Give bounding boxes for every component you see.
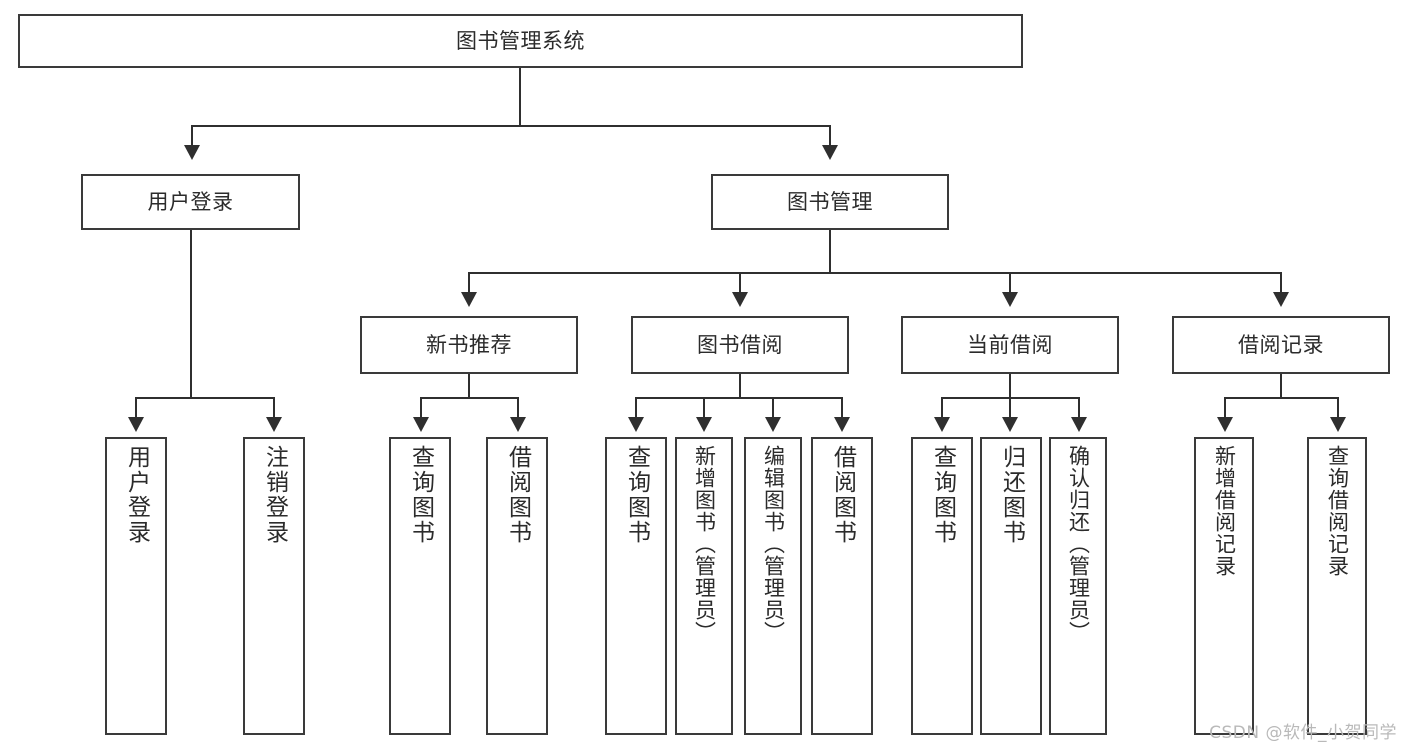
connector-bookmgmt-stem [829,230,831,273]
connector-newbook-stem [468,374,470,398]
connector-bookmgmt-drop-3 [1009,272,1011,294]
connector-bookborrow-drop-2 [703,397,705,419]
csdn-watermark: CSDN @软件_小贺同学 [1209,723,1397,743]
connector-root-stem [519,68,521,126]
leaf-book-borrow-edit-admin[interactable]: 编辑图书（管理员） [744,437,802,735]
node-book-management[interactable]: 图书管理 [711,174,949,230]
node-label: 借阅图书 [504,445,531,545]
connector-borrowrecord-bus [1224,397,1338,399]
leaf-current-borrow-query[interactable]: 查询图书 [911,437,973,735]
node-user-login[interactable]: 用户登录 [81,174,300,230]
node-label: 新增借阅记录 [1212,445,1237,577]
node-label: 查询图书 [407,445,434,545]
connector-currentborrow-stem [1009,374,1011,398]
connector-bookborrow-drop-4 [841,397,843,419]
connector-bookborrow-stem [739,374,741,398]
node-label: 图书管理系统 [456,28,585,53]
node-label: 查询图书 [623,445,650,545]
node-label: 当前借阅 [967,332,1053,357]
arrow-borrowrecord-leaf-2 [1330,417,1346,432]
node-label: 图书借阅 [697,332,783,357]
connector-newbook-drop-2 [517,397,519,419]
arrow-userlogin-leaf-2 [266,417,282,432]
arrow-userlogin-leaf-1 [128,417,144,432]
arrow-currentborrow-leaf-2 [1002,417,1018,432]
node-current-borrow[interactable]: 当前借阅 [901,316,1119,374]
leaf-new-book-query[interactable]: 查询图书 [389,437,451,735]
leaf-current-borrow-confirm-admin[interactable]: 确认归还（管理员） [1049,437,1107,735]
node-label: 借阅图书 [829,445,856,545]
connector-currentborrow-drop-2 [1009,397,1011,419]
node-label: 注销登录 [261,445,288,545]
connector-borrowrecord-drop-2 [1337,397,1339,419]
arrow-currentborrow-leaf-3 [1071,417,1087,432]
arrow-bookborrow-leaf-1 [628,417,644,432]
leaf-borrow-record-query[interactable]: 查询借阅记录 [1307,437,1367,735]
connector-borrowrecord-stem [1280,374,1282,398]
node-label: 用户登录 [147,189,234,214]
connector-root-to-userlogin [191,125,193,147]
node-label: 新增图书（管理员） [692,445,717,643]
arrow-borrowrecord-leaf-1 [1217,417,1233,432]
node-label: 查询借阅记录 [1325,445,1350,577]
arrow-newbook-leaf-1 [413,417,429,432]
connector-root-bus [191,125,830,127]
node-label: 查询图书 [929,445,956,545]
node-borrow-record[interactable]: 借阅记录 [1172,316,1390,374]
arrow-currentborrow-leaf-1 [934,417,950,432]
node-label: 编辑图书（管理员） [761,445,786,643]
node-book-borrow[interactable]: 图书借阅 [631,316,849,374]
leaf-borrow-record-add[interactable]: 新增借阅记录 [1194,437,1254,735]
node-root-book-management-system[interactable]: 图书管理系统 [18,14,1023,68]
connector-currentborrow-drop-3 [1078,397,1080,419]
node-new-book-recommend[interactable]: 新书推荐 [360,316,578,374]
connector-newbook-drop-1 [420,397,422,419]
connector-root-to-bookmgmt [829,125,831,147]
arrow-bookmgmt-child-4 [1273,292,1289,307]
arrow-root-to-bookmgmt [822,145,838,160]
node-label: 图书管理 [787,189,873,214]
arrow-bookborrow-leaf-2 [696,417,712,432]
connector-bookmgmt-drop-1 [468,272,470,294]
leaf-user-login-login[interactable]: 用户登录 [105,437,167,735]
leaf-book-borrow-query[interactable]: 查询图书 [605,437,667,735]
connector-currentborrow-drop-1 [941,397,943,419]
arrow-bookmgmt-child-1 [461,292,477,307]
arrow-root-to-userlogin [184,145,200,160]
leaf-book-borrow-add-admin[interactable]: 新增图书（管理员） [675,437,733,735]
node-label: 归还图书 [998,445,1025,545]
leaf-book-borrow-borrow[interactable]: 借阅图书 [811,437,873,735]
leaf-new-book-borrow[interactable]: 借阅图书 [486,437,548,735]
node-label: 借阅记录 [1238,332,1324,357]
connector-userlogin-drop-1 [135,397,137,419]
leaf-current-borrow-return[interactable]: 归还图书 [980,437,1042,735]
connector-bookmgmt-drop-4 [1280,272,1282,294]
arrow-bookmgmt-child-2 [732,292,748,307]
leaf-user-login-logout[interactable]: 注销登录 [243,437,305,735]
arrow-bookborrow-leaf-4 [834,417,850,432]
arrow-bookborrow-leaf-3 [765,417,781,432]
connector-bookborrow-drop-1 [635,397,637,419]
connector-bookborrow-bus [635,397,842,399]
node-label: 用户登录 [123,445,150,545]
node-label: 新书推荐 [426,332,512,357]
connector-bookmgmt-bus [468,272,1280,274]
connector-userlogin-stem [190,230,192,398]
connector-newbook-bus [420,397,518,399]
connector-borrowrecord-drop-1 [1224,397,1226,419]
connector-userlogin-drop-2 [273,397,275,419]
connector-bookmgmt-drop-2 [739,272,741,294]
arrow-bookmgmt-child-3 [1002,292,1018,307]
node-label: 确认归还（管理员） [1066,445,1091,643]
connector-userlogin-bus [135,397,274,399]
connector-bookborrow-drop-3 [772,397,774,419]
arrow-newbook-leaf-2 [510,417,526,432]
